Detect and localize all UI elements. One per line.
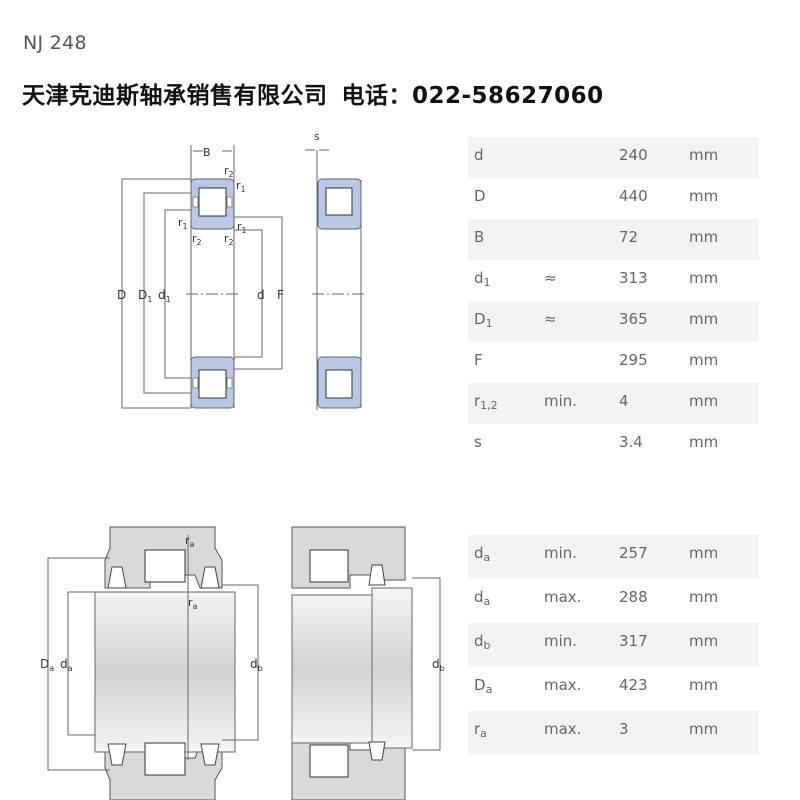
row-symbol: D (474, 187, 486, 205)
row-value: 72 (619, 228, 639, 246)
svg-text:s: s (314, 130, 320, 143)
row-unit: mm (689, 351, 719, 369)
svg-text:F: F (277, 288, 284, 302)
row-unit: mm (689, 392, 719, 410)
table-row: da max. 288 mm (468, 579, 759, 623)
row-value: 317 (619, 632, 648, 650)
row-value: 423 (619, 676, 648, 694)
row-symbol: d1 (474, 269, 491, 289)
company-phone: 电话：022-58627060 (341, 83, 604, 109)
svg-text:ra: ra (188, 596, 198, 611)
row-symbol: da (474, 588, 491, 608)
row-unit: mm (689, 588, 719, 606)
svg-text:da: da (60, 657, 73, 673)
row-qualifier: min. (544, 632, 578, 650)
company-banner: 天津克迪斯轴承销售有限公司电话：022-58627060 (22, 76, 604, 110)
row-unit: mm (689, 310, 719, 328)
row-qualifier: min. (544, 544, 578, 562)
row-unit: mm (689, 228, 719, 246)
row-symbol: B (474, 228, 485, 246)
row-value: 257 (619, 544, 648, 562)
svg-text:D1: D1 (138, 288, 152, 304)
bearing-dimensions-table: d 240 mm D 440 mm B 72 mm d1 ≈ 313 mm D1… (468, 137, 759, 465)
row-qualifier: ≈ (544, 310, 557, 328)
row-symbol: ra (474, 720, 487, 740)
svg-text:db: db (250, 657, 263, 673)
table-row: d 240 mm (468, 137, 759, 178)
row-unit: mm (689, 269, 719, 287)
table-row: D 440 mm (468, 178, 759, 219)
row-value: 313 (619, 269, 648, 287)
svg-text:r1: r1 (178, 216, 188, 231)
row-symbol: da (474, 544, 491, 564)
table-row: s 3.4 mm (468, 424, 759, 465)
row-value: 3 (619, 720, 629, 738)
svg-text:d: d (257, 288, 265, 302)
svg-text:r2: r2 (224, 232, 234, 247)
row-unit: mm (689, 632, 719, 650)
svg-text:d1: d1 (158, 288, 171, 304)
row-value: 365 (619, 310, 648, 328)
svg-text:D: D (117, 288, 126, 302)
bearing-cross-section-drawing: B r2 r1 r1 r1 r2 r2 D D1 d1 d F s (117, 130, 366, 410)
svg-text:r1: r1 (237, 220, 247, 235)
row-value: 4 (619, 392, 629, 410)
svg-text:r1: r1 (236, 179, 246, 194)
row-value: 288 (619, 588, 648, 606)
svg-text:ra: ra (185, 534, 195, 549)
table-row: B 72 mm (468, 219, 759, 260)
row-unit: mm (689, 187, 719, 205)
row-unit: mm (689, 146, 719, 164)
row-qualifier: min. (544, 392, 578, 410)
table-row: D1 ≈ 365 mm (468, 301, 759, 342)
row-qualifier: ≈ (544, 269, 557, 287)
table-row: r1,2 min. 4 mm (468, 383, 759, 424)
svg-text:db: db (432, 657, 445, 673)
row-qualifier: max. (544, 676, 582, 694)
table-row: db min. 317 mm (468, 623, 759, 667)
row-symbol: r1,2 (474, 392, 498, 412)
row-symbol: F (474, 351, 483, 369)
row-qualifier: max. (544, 720, 582, 738)
row-value: 3.4 (619, 433, 643, 451)
table-row: da min. 257 mm (468, 535, 759, 579)
svg-text:r2: r2 (192, 232, 202, 247)
row-unit: mm (689, 433, 719, 451)
product-title: NJ 248 (23, 32, 87, 54)
row-value: 440 (619, 187, 648, 205)
row-symbol: d (474, 146, 484, 164)
abutment-dimensions-table: da min. 257 mm da max. 288 mm db min. 31… (468, 535, 759, 755)
row-unit: mm (689, 544, 719, 562)
table-row: F 295 mm (468, 342, 759, 383)
row-symbol: s (474, 433, 482, 451)
svg-text:B: B (203, 146, 211, 159)
row-symbol: D1 (474, 310, 493, 330)
row-unit: mm (689, 720, 719, 738)
table-row: d1 ≈ 313 mm (468, 260, 759, 301)
svg-text:Da: Da (40, 657, 54, 673)
row-symbol: db (474, 632, 491, 652)
row-symbol: Da (474, 676, 493, 696)
row-qualifier: max. (544, 588, 582, 606)
row-value: 295 (619, 351, 648, 369)
svg-text:r2: r2 (224, 164, 234, 179)
mounting-arrangement-drawing: Da da db ra ra db (40, 526, 445, 800)
row-unit: mm (689, 676, 719, 694)
row-value: 240 (619, 146, 648, 164)
table-row: Da max. 423 mm (468, 667, 759, 711)
table-row: ra max. 3 mm (468, 711, 759, 755)
company-name: 天津克迪斯轴承销售有限公司 (22, 83, 328, 109)
